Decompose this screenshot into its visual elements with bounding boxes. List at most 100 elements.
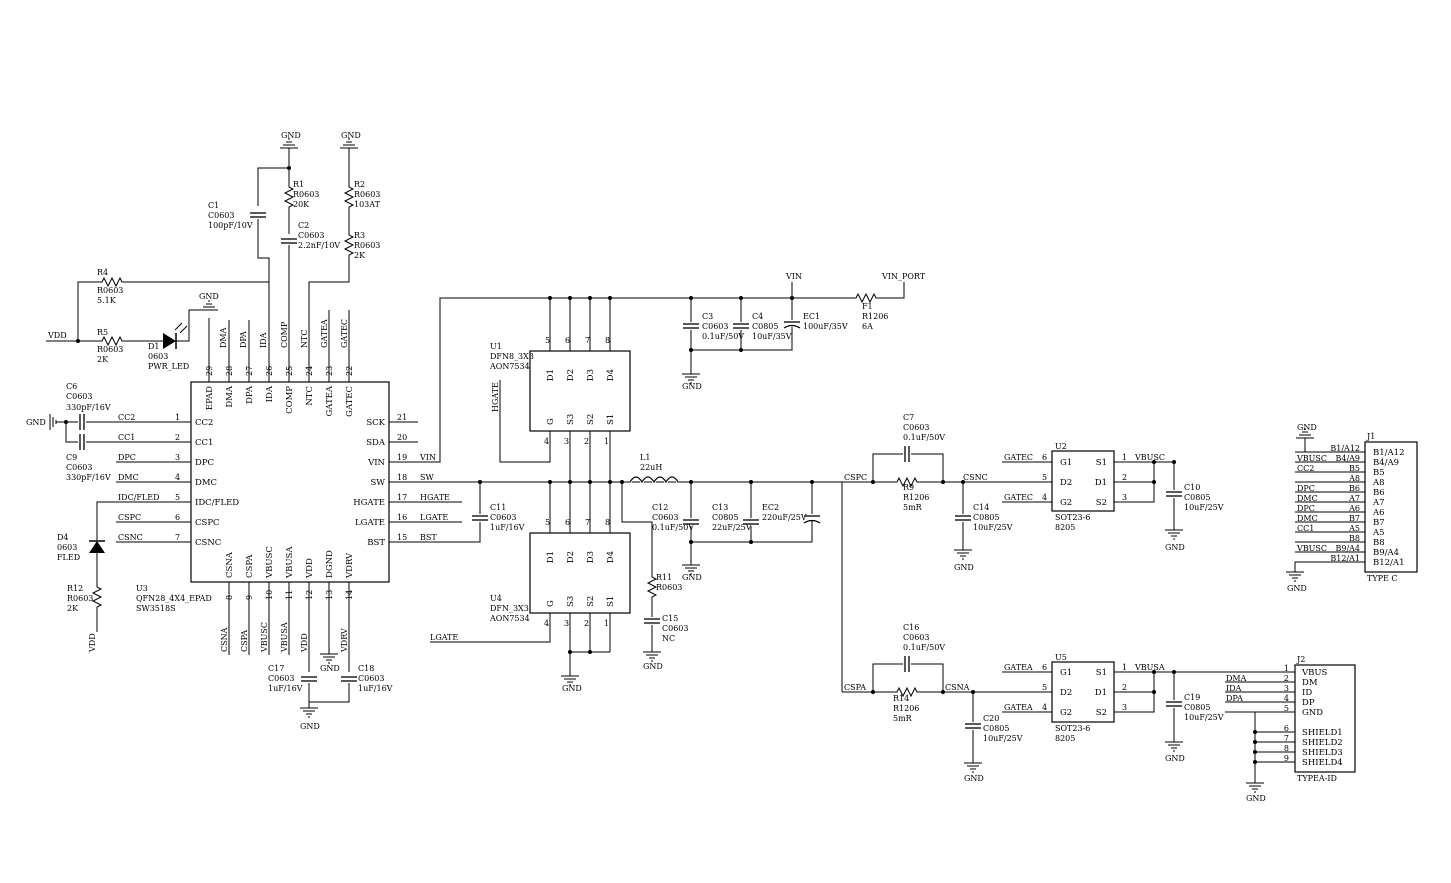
j2-pin-number: 9 [1284, 754, 1289, 763]
vin-filter: VIN VIN_PORT F1 R1206 6A GND C3 C0603 0.… [681, 272, 926, 391]
c-path: CSPC CSNC GND C7 C0603 0.1uF/50V R9 R120… [841, 413, 1224, 692]
u3-pin-number: 13 [325, 590, 334, 600]
j1-net-label: CC2 [1297, 464, 1314, 473]
net-label-gnd: GND [1246, 794, 1266, 803]
j1-pin-number: A7 [1348, 494, 1360, 503]
u3-pin-name: VDRV [345, 552, 355, 579]
net-label-hgate: HGATE [491, 382, 500, 412]
r4-val: 5.1K [97, 296, 117, 305]
c16-ref: C16 [903, 623, 919, 632]
c19-pkg: C0805 [1184, 703, 1210, 712]
u3-part: SW3518S [136, 604, 176, 613]
mosfet-pin-name: S2 [586, 414, 596, 425]
j1-pin-name: A8 [1372, 478, 1385, 488]
net-label-cc2: CC2 [118, 413, 135, 422]
r5-pkg: R0603 [97, 345, 123, 354]
c3-val: 0.1uF/50V [702, 332, 744, 341]
sot-pin-name: D2 [1060, 688, 1072, 698]
u5-ref: U5 [1055, 653, 1067, 662]
u3-pin-number: 25 [285, 366, 294, 376]
r2-ref: R2 [354, 180, 365, 189]
u3-pin-name: SCK [366, 418, 385, 428]
c9-val: 330pF/16V [66, 473, 111, 482]
c6-pkg: C0603 [66, 392, 92, 401]
sot-pin-number: 5 [1042, 473, 1047, 482]
sot-pin-name: D1 [1095, 688, 1107, 698]
j1-pin-name: B1/A12 [1373, 448, 1404, 458]
sot-pin-name: G1 [1060, 458, 1072, 468]
j1-net-label: DMC [1297, 514, 1318, 523]
u3-pin-number: 26 [265, 366, 274, 376]
u1-part: AON7534 [489, 362, 530, 371]
j1-pin-number: B12/A1 [1330, 554, 1360, 563]
j2-net-label: IDA [1226, 684, 1242, 693]
net-label-vdrv: VDRV [340, 628, 349, 653]
u3-pin-number: 23 [325, 366, 334, 376]
c20-val: 10uF/25V [983, 734, 1023, 743]
u3-right-network: VIN SW HGATE LGATE BST C11 C0603 1uF/16V [389, 297, 842, 543]
net-label-dpa: DPA [239, 331, 248, 348]
r12-pkg: R0603 [67, 594, 93, 603]
mosfet-pin-number: 4 [544, 619, 549, 628]
c10-pkg: C0805 [1184, 493, 1210, 502]
sot-pin-number: 3 [1122, 703, 1127, 712]
a-path: CSPA CSNA GND C16 C0603 0.1uF/50V R14 R1… [842, 623, 1295, 783]
mosfet-pin-number: 8 [605, 336, 610, 345]
u3-pin-number: 5 [175, 493, 180, 502]
r14-pkg: R1206 [893, 704, 919, 713]
net-label-gatec: GATEC [340, 319, 349, 348]
net-label-gnd: GND [300, 722, 320, 731]
c1-val: 100pF/10V [208, 221, 253, 230]
u3-pin-name: CC1 [195, 438, 213, 448]
u3-bottom-network: CSNA CSPA VBUSC VBUSA VDD VDRV GND GND C… [220, 602, 393, 731]
c15-val: NC [662, 634, 675, 643]
f1-val: 6A [862, 322, 873, 331]
c15-pkg: C0603 [662, 624, 688, 633]
net-label-gatec: GATEC [1004, 493, 1033, 502]
u3-pin-number: 6 [175, 513, 180, 522]
u3-pin-name: VIN [367, 458, 385, 468]
net-label-dma: DMA [219, 327, 228, 348]
net-label-vbusa: VBUSA [1134, 663, 1165, 672]
u3-pin-name: BST [367, 538, 385, 548]
sot-pin-name: G1 [1060, 668, 1072, 678]
net-label-cspc: CSPC [118, 513, 141, 522]
u1-mosfet: U1 DFN8_3X3 AON7534 D15D26D37D48G4S33S22… [489, 296, 631, 533]
u2-part: 8205 [1055, 523, 1075, 532]
j2-pin-number: 7 [1284, 734, 1289, 743]
j2-pin-name: DP [1302, 698, 1315, 708]
r12-val: 2K [67, 604, 79, 613]
u3-ic: U3 QFN28_4X4_EPAD SW3518S 1CC22CC13DPC4D… [136, 362, 409, 613]
r9-val: 5mR [903, 503, 923, 512]
u3-pin-name: DPA [245, 385, 255, 404]
f1-pkg: R1206 [862, 312, 888, 321]
j1-pin-name: B6 [1373, 488, 1385, 498]
mosfet-pin-number: 2 [584, 619, 589, 628]
net-label-gatea: GATEA [320, 319, 329, 348]
net-label-gatea: GATEA [1004, 703, 1033, 712]
j2-pin-name: VBUS [1301, 668, 1328, 678]
u3-pin-number: 8 [225, 595, 234, 600]
j2-pin-number: 5 [1284, 704, 1289, 713]
u3-ref: U3 [136, 584, 148, 593]
c16-val: 0.1uF/50V [903, 643, 945, 652]
mosfet-pin-name: D3 [586, 369, 596, 381]
mosfet-pin-name: S1 [606, 596, 616, 607]
j1-pin-number: B4/A9 [1335, 454, 1360, 463]
u3-pin-name: GATEC [345, 386, 355, 417]
mosfet-pin-name: G [546, 418, 556, 425]
j2-pin-number: 3 [1284, 684, 1289, 693]
sot-pin-name: S1 [1096, 668, 1107, 678]
j1-pin-name: B8 [1373, 538, 1385, 548]
f1-ref: F1 [862, 302, 873, 311]
c13-val: 22uF/25V [712, 523, 752, 532]
net-label-csna: CSNA [945, 683, 970, 692]
u3-pin-number: 3 [175, 453, 180, 462]
j2-pin-number: 6 [1284, 724, 1289, 733]
u3-pin-number: 10 [265, 590, 274, 600]
r4-ref: R4 [97, 268, 108, 277]
sot-pin-name: S1 [1096, 458, 1107, 468]
j2-net-label: DPA [1226, 694, 1243, 703]
